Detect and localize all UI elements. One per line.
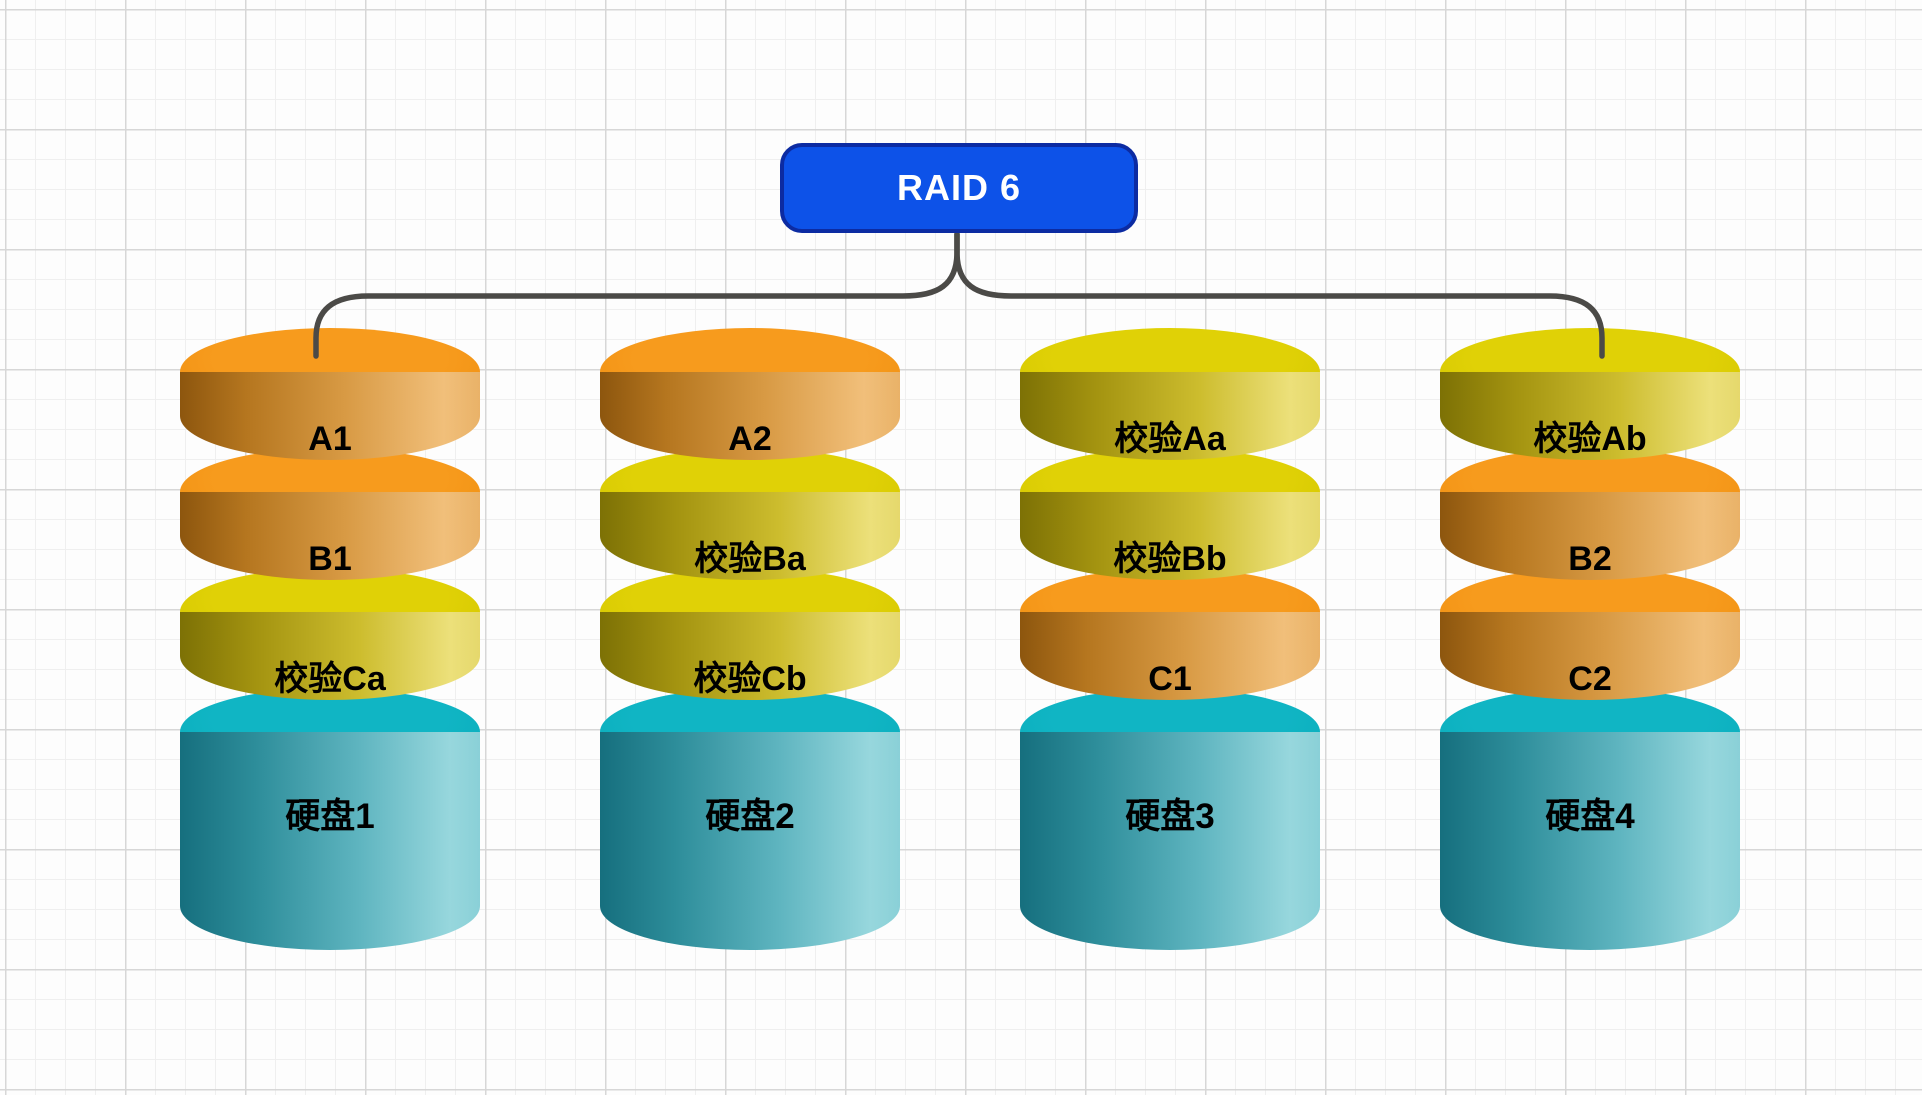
- cylinder-side: [1440, 612, 1740, 700]
- segment-label: A2: [728, 420, 772, 458]
- segment-label: 校验Ca: [274, 660, 386, 698]
- disk-name-label: 硬盘4: [1545, 797, 1635, 836]
- cylinder-side: [1440, 372, 1740, 460]
- disk-name-label: 硬盘1: [285, 797, 375, 836]
- disk-segment[interactable]: A1: [180, 328, 480, 460]
- raid6-node-label: RAID 6: [896, 167, 1022, 208]
- disk-segment[interactable]: A2: [600, 328, 900, 460]
- disk-base[interactable]: 硬盘3: [1020, 688, 1320, 950]
- disk-segment[interactable]: C2: [1440, 568, 1740, 700]
- segment-label: C2: [1568, 660, 1612, 698]
- disk-base[interactable]: 硬盘1: [180, 688, 480, 950]
- disk-segment[interactable]: 校验Ab: [1440, 328, 1740, 460]
- cylinder-side: [1020, 492, 1320, 580]
- cylinder-side: [600, 732, 900, 950]
- disk-stack-4: 校验Ab B2 C2 硬盘4: [1440, 328, 1740, 953]
- cylinder-side: [600, 492, 900, 580]
- disk-segment[interactable]: 校验Bb: [1020, 448, 1320, 580]
- cylinder-side: [600, 612, 900, 700]
- cylinder-side: [180, 732, 480, 950]
- cylinder-side: [600, 372, 900, 460]
- disk-segment[interactable]: B1: [180, 448, 480, 580]
- disk-base[interactable]: 硬盘2: [600, 688, 900, 950]
- segment-label: 校验Ba: [694, 540, 806, 578]
- disk-segment[interactable]: 校验Aa: [1020, 328, 1320, 460]
- segment-label: 校验Bb: [1113, 540, 1227, 578]
- disk-stack-1: A1 B1 校验Ca 硬盘1: [180, 328, 480, 953]
- cylinder-side: [1440, 492, 1740, 580]
- cylinder-side: [180, 492, 480, 580]
- disk-segment[interactable]: B2: [1440, 448, 1740, 580]
- disk-segment[interactable]: 校验Cb: [600, 568, 900, 700]
- disk-stack-2: A2 校验Ba 校验Cb 硬盘2: [600, 328, 900, 953]
- segment-label: B1: [308, 540, 352, 578]
- cylinder-side: [1020, 372, 1320, 460]
- disk-name-label: 硬盘3: [1125, 797, 1215, 836]
- disk-name-label: 硬盘2: [705, 797, 795, 836]
- disk-segment[interactable]: 校验Ba: [600, 448, 900, 580]
- cylinder-side: [180, 372, 480, 460]
- segment-label: 校验Aa: [1114, 420, 1226, 458]
- cylinder-side: [180, 612, 480, 700]
- segment-label: C1: [1148, 660, 1192, 698]
- cylinder-side: [1440, 732, 1740, 950]
- segment-label: 校验Cb: [693, 660, 807, 698]
- segment-label: B2: [1568, 540, 1612, 578]
- disk-segment[interactable]: C1: [1020, 568, 1320, 700]
- cylinder-side: [1020, 612, 1320, 700]
- raid6-node[interactable]: RAID 6: [780, 143, 1138, 233]
- segment-label: 校验Ab: [1533, 420, 1647, 458]
- disk-stack-3: 校验Aa 校验Bb C1 硬盘3: [1020, 328, 1320, 953]
- segment-label: A1: [308, 420, 352, 458]
- disk-base[interactable]: 硬盘4: [1440, 688, 1740, 950]
- disk-segment[interactable]: 校验Ca: [180, 568, 480, 700]
- cylinder-side: [1020, 732, 1320, 950]
